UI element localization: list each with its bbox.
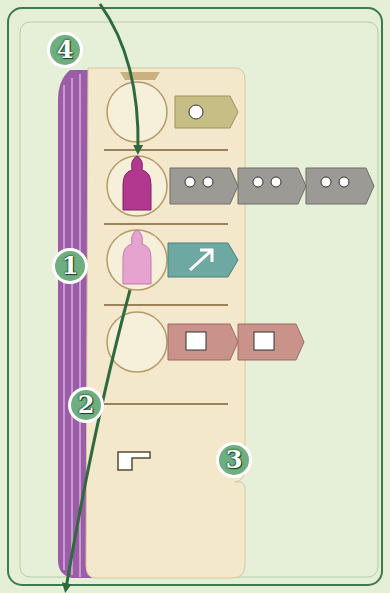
callout-number: 1 (62, 254, 79, 278)
callout-number: 4 (57, 38, 74, 62)
callout-number: 3 (226, 448, 243, 472)
callout-circle: 3 (216, 442, 252, 478)
callout-number: 2 (78, 393, 95, 417)
callout-circle: 1 (52, 248, 88, 284)
callout-circle: 4 (47, 32, 83, 68)
callout-circle: 2 (68, 387, 104, 423)
